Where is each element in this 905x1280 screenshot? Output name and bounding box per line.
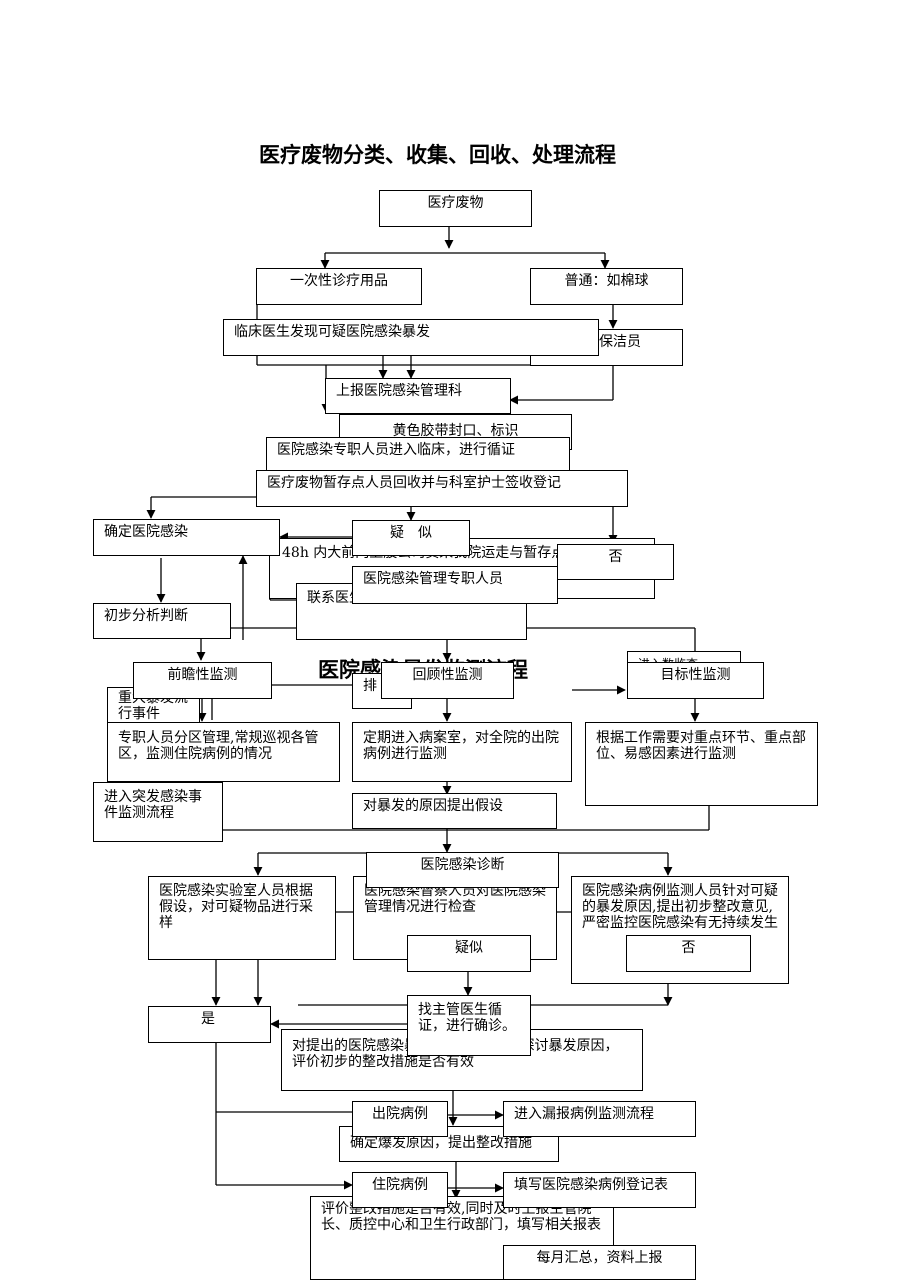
box-inpatient-cases: 住院病例 — [352, 1172, 448, 1208]
box-lab-sampling: 医院感染实验室人员根据假设，对可疑物品进行采样 — [148, 876, 336, 960]
box-partition-management: 专职人员分区管理,常规巡视各管区，监测住院病例的情况 — [107, 722, 340, 782]
box-specialist-enter-clinic: 医院感染专职人员进入临床，进行循证 — [266, 437, 570, 474]
box-suspected-2: 疑似 — [407, 935, 531, 972]
box-suspected-outbreak: 临床医生发现可疑医院感染暴发 — [223, 319, 599, 356]
box-focus-monitoring: 根据工作需要对重点环节、重点部位、易感因素进行监测 — [585, 722, 818, 806]
box-targeted-monitoring: 目标性监测 — [627, 662, 764, 699]
box-yes: 是 — [148, 1006, 271, 1043]
box-no-2: 否 — [626, 935, 751, 972]
box-temp-storage-signoff: 医疗废物暂存点人员回收并与科室护士签收登记 — [256, 470, 628, 507]
box-hypothesis: 对暴发的原因提出假设 — [352, 793, 557, 829]
box-infection-diagnosis: 医院感染诊断 — [366, 852, 559, 888]
box-fill-register: 填写医院感染病例登记表 — [503, 1172, 696, 1208]
title-waste-flow: 医疗废物分类、收集、回收、处理流程 — [259, 143, 616, 167]
box-discharged-cases: 出院病例 — [352, 1101, 448, 1137]
box-infection-staff: 医院感染管理专职人员 — [352, 566, 558, 604]
box-determine-cause: 确定爆发原因，提出整改措施 — [339, 1126, 559, 1162]
box-report-infection-dept: 上报医院感染管理科 — [325, 378, 511, 414]
box-monthly-summary: 每月汇总，资料上报 — [503, 1245, 696, 1280]
box-missed-report-flow: 进入漏报病例监测流程 — [503, 1101, 696, 1137]
box-emergency-flow: 进入突发感染事件监测流程 — [93, 782, 223, 842]
box-medical-waste: 医疗废物 — [379, 190, 532, 227]
box-no-1: 否 — [557, 544, 674, 580]
box-confirm-infection: 确定医院感染 — [93, 519, 280, 556]
box-preliminary-analysis: 初步分析判断 — [93, 603, 231, 639]
box-seek-attending: 找主管医生循证，进行确诊。 — [407, 995, 531, 1056]
box-periodic-records: 定期进入病案室，对全院的出院病例进行监测 — [352, 722, 572, 782]
box-suspected: 疑 似 — [352, 520, 470, 556]
box-prospective-monitoring: 前瞻性监测 — [133, 662, 272, 699]
box-retrospective-monitoring: 回顾性监测 — [381, 662, 514, 699]
box-ordinary-waste: 普通：如棉球 — [530, 268, 683, 305]
box-case-monitoring: 医院感染病例监测人员针对可疑的暴发原因,提出初步整改意见,严密监控医院感染有无持… — [571, 876, 789, 984]
box-disposable-supplies: 一次性诊疗用品 — [256, 268, 422, 305]
